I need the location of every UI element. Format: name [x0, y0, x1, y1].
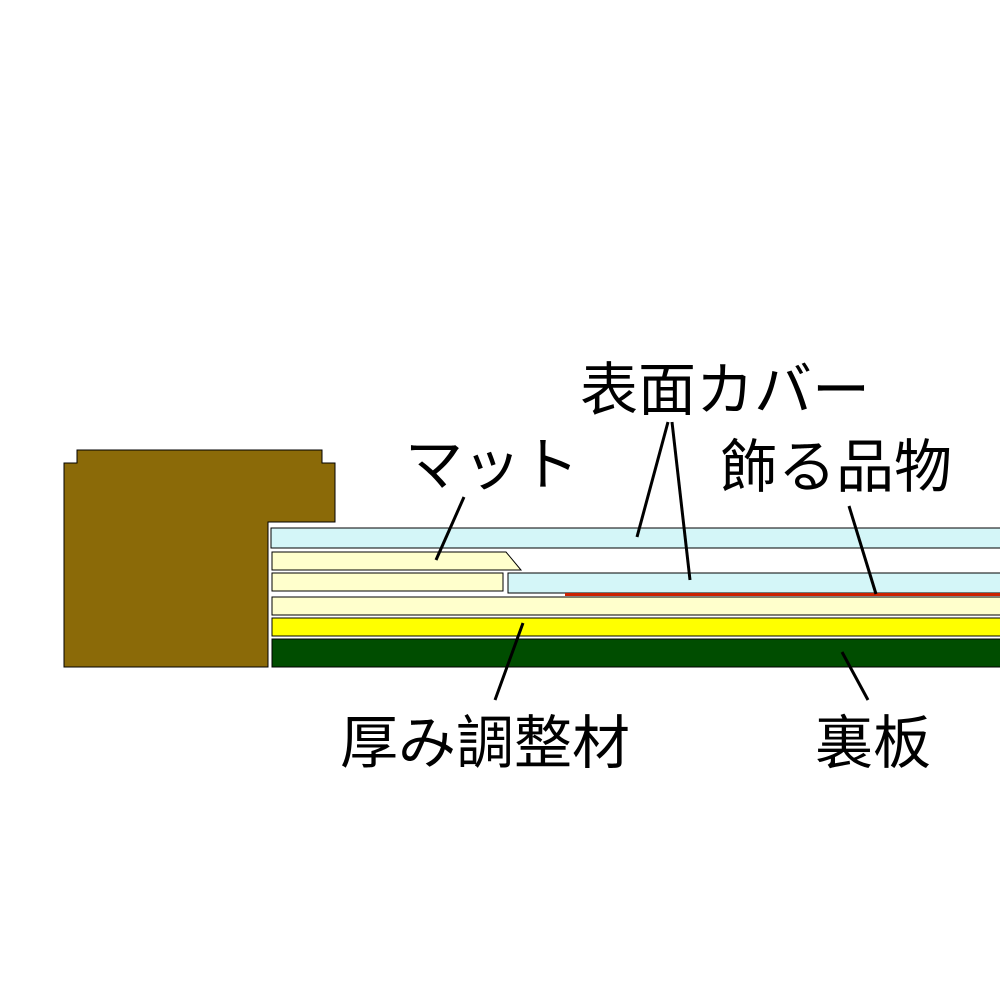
leader-item	[847, 505, 878, 595]
label-spacer: 厚み調整材	[340, 709, 630, 777]
backboard	[271, 638, 1000, 668]
label-item: 飾る品物	[720, 433, 952, 501]
leader-lines	[434, 421, 878, 701]
layer-stack	[63, 449, 1000, 668]
leader-backboard	[840, 651, 870, 701]
displayed-item	[565, 593, 1000, 596]
label-cover: 表面カバー	[580, 356, 870, 424]
spacer-sheet-yellow	[271, 617, 1000, 637]
label-mat: マット	[405, 431, 579, 499]
leader-cover-front	[635, 421, 670, 538]
cover-glass-front	[270, 527, 1000, 549]
label-backboard: 裏板	[815, 709, 931, 777]
mat-top-bevelled	[271, 551, 523, 571]
spacer-sheet-light	[271, 596, 1000, 616]
cover-glass-inner	[507, 572, 1000, 594]
leader-cover-inner	[670, 421, 692, 581]
leader-spacer	[493, 622, 525, 701]
leader-mat	[434, 496, 466, 561]
frame-molding	[63, 449, 336, 668]
mat-bottom	[271, 572, 504, 592]
